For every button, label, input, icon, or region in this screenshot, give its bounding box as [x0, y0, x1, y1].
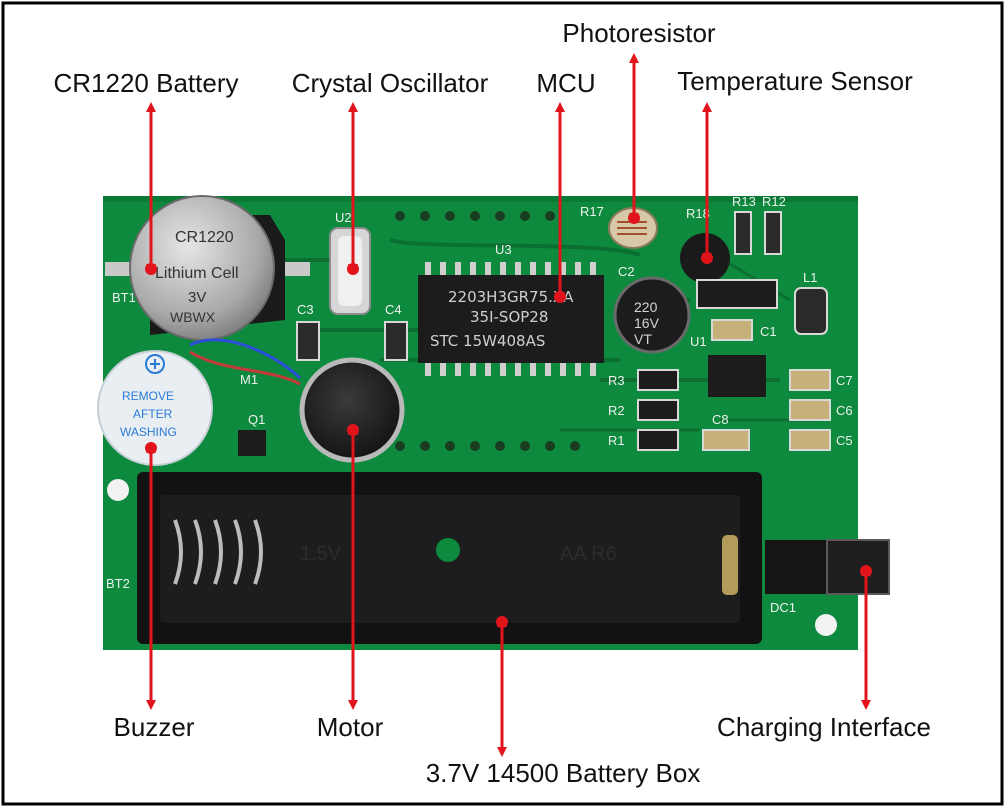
electrolytic-cap-c2: 220 16V VT C2 [613, 264, 691, 354]
label-crystal-oscillator: Crystal Oscillator [292, 68, 489, 98]
arrow-anchor-dots [145, 212, 872, 628]
silk-c2: C2 [618, 264, 635, 279]
mount-hole-right [815, 614, 837, 636]
mcu-marking-3: 2203H3GR75.XA [448, 288, 574, 306]
smd-misc-components: R13 R12 L1 C1 U1 R3 R2 R1 C8 C7 C6 C5 Q1… [238, 194, 853, 456]
mcu-chip-component: STC 15W408AS 35I-SOP28 2203H3GR75.XA U3 [418, 242, 604, 376]
silk-r13: R13 [732, 194, 756, 209]
cap-marking-1: 220 [634, 299, 658, 315]
label-charging-interface: Charging Interface [717, 712, 931, 742]
silk-c6: C6 [836, 403, 853, 418]
label-photoresistor: Photoresistor [562, 18, 716, 48]
silk-r3: R3 [608, 373, 625, 388]
mount-hole-left [107, 479, 129, 501]
label-battery-box: 3.7V 14500 Battery Box [426, 758, 701, 788]
holder-marking-2: AA R6 [560, 543, 617, 565]
battery-holder-component: 1.5V AA R6 BT2 [106, 472, 762, 644]
header-pins-bottom [395, 441, 580, 451]
silk-l1: L1 [803, 270, 817, 285]
charging-jack-component: DC1 [765, 539, 890, 615]
silk-r1: R1 [608, 433, 625, 448]
silk-r12: R12 [762, 194, 786, 209]
silk-u1: U1 [690, 334, 707, 349]
buzzer-marking-2: AFTER [133, 407, 173, 421]
label-temperature-sensor: Temperature Sensor [677, 66, 913, 96]
smd-caps-c3-c4: C3 C4 [296, 302, 408, 361]
silk-dc1: DC1 [770, 600, 796, 615]
coin-cell-marking-2: Lithium Cell [155, 265, 239, 282]
holder-marking-1: 1.5V [300, 543, 342, 565]
silk-bt2: BT2 [106, 576, 130, 591]
motor-component [189, 338, 405, 463]
silk-c4: C4 [385, 302, 402, 317]
silk-r17: R17 [580, 204, 604, 219]
buzzer-marking-3: WASHING [120, 425, 177, 439]
label-cr1220-battery: CR1220 Battery [54, 68, 239, 98]
silk-q1: Q1 [248, 412, 265, 427]
callout-arrows [146, 53, 871, 757]
coin-cell-marking-3: 3V [188, 289, 206, 306]
label-mcu: MCU [536, 68, 595, 98]
silk-c7: C7 [836, 373, 853, 388]
mcu-marking-1: STC 15W408AS [430, 332, 545, 350]
silk-bt1: BT1 [112, 290, 136, 305]
label-motor: Motor [317, 712, 384, 742]
silk-c3: C3 [297, 302, 314, 317]
label-buzzer: Buzzer [114, 712, 195, 742]
photoresistor-component: R17 [580, 204, 658, 249]
buzzer-marking-1: REMOVE [122, 389, 174, 403]
coin-cell-marking-4: WBWX [170, 309, 216, 325]
coin-cell-marking-1: CR1220 [175, 229, 234, 246]
silk-c5: C5 [836, 433, 853, 448]
silk-r2: R2 [608, 403, 625, 418]
cap-marking-3: VT [634, 331, 652, 347]
silk-c1: C1 [760, 324, 777, 339]
mcu-marking-2: 35I-SOP28 [470, 308, 548, 326]
silk-m1: M1 [240, 372, 258, 387]
cr1220-battery-component: CR1220 Lithium Cell 3V WBWX BT1 [105, 195, 310, 341]
silk-u3: U3 [495, 242, 512, 257]
header-pins-top [395, 211, 555, 221]
silk-u2: U2 [335, 210, 352, 225]
silk-c8: C8 [712, 412, 729, 427]
cap-marking-2: 16V [634, 315, 660, 331]
